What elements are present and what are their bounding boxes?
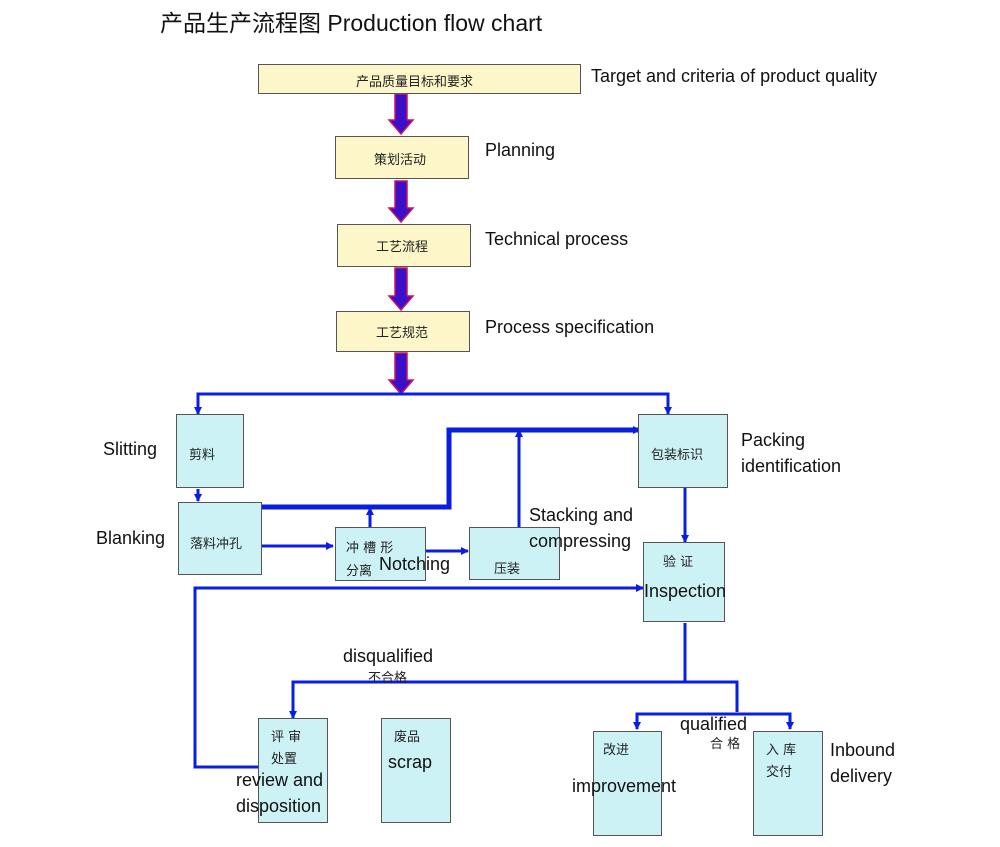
packing-en-1: Packing	[741, 430, 806, 450]
spec-en: Process specification	[485, 317, 655, 337]
blanking-cn: 落料冲孔	[190, 537, 243, 552]
stacking-en-2: compressing	[529, 531, 632, 551]
split-to-slitting	[194, 392, 401, 415]
arrow-spec-to-split	[387, 352, 415, 396]
to-improvement	[633, 712, 737, 730]
box-technical	[337, 224, 471, 267]
arrow-target-to-planning	[387, 93, 415, 136]
box-review	[258, 718, 328, 823]
notching-cn-2: 分离	[346, 564, 373, 579]
box-inspection	[643, 542, 725, 622]
packing-cn: 包装标识	[651, 448, 704, 463]
to-inbound	[737, 712, 794, 730]
inbound-en-1: Inbound	[830, 740, 896, 760]
box-scrap	[381, 718, 451, 823]
stacking-cn: 压装	[494, 562, 521, 577]
review-return	[193, 584, 644, 769]
slitting-en: Slitting	[103, 439, 158, 459]
split-to-packing	[401, 392, 672, 415]
planning-en: Planning	[485, 140, 556, 160]
block-arrows	[387, 93, 415, 396]
improvement-en: improvement	[572, 776, 677, 796]
box-inbound	[753, 731, 823, 836]
box-stacking	[469, 527, 560, 580]
blanking-to-packing-bus	[262, 426, 641, 510]
box-planning	[335, 136, 469, 179]
box-packing	[638, 414, 728, 488]
scrap-en: scrap	[388, 752, 433, 772]
arrow-technical-to-spec	[387, 267, 415, 312]
inspection-cn: 验 证	[663, 555, 694, 570]
qualified-en: qualified	[680, 714, 748, 734]
spec-cn: 工艺规范	[376, 326, 429, 341]
review-en-2: disposition	[236, 796, 322, 816]
disqualified-en: disqualified	[343, 646, 434, 666]
target-en: Target and criteria of product quality	[591, 66, 878, 86]
stacking-en-1: Stacking and	[529, 505, 634, 525]
slitting-cn: 剪料	[189, 448, 216, 463]
inbound-cn-2: 交付	[766, 765, 793, 780]
box-notching	[335, 527, 426, 581]
inbound-cn-1: 入 库	[766, 743, 797, 758]
to-qualified	[685, 680, 739, 712]
page-title: 产品生产流程图 Production flow chart	[160, 10, 543, 36]
review-en-1: review and	[236, 770, 324, 790]
improvement-cn: 改进	[603, 743, 630, 758]
box-blanking	[178, 502, 262, 575]
planning-cn: 策划活动	[374, 153, 427, 168]
disqualified-cn: 不合格	[368, 671, 408, 686]
technical-en: Technical process	[485, 229, 629, 249]
inspection-en: Inspection	[644, 581, 727, 601]
review-cn-2: 处置	[271, 752, 298, 767]
box-slitting	[176, 414, 244, 488]
review-cn-1: 评 审	[271, 730, 302, 745]
box-target	[258, 64, 581, 94]
technical-cn: 工艺流程	[376, 240, 429, 255]
inbound-en-2: delivery	[830, 766, 893, 786]
target-cn: 产品质量目标和要求	[356, 75, 474, 90]
box-improvement	[593, 731, 662, 836]
notching-en: Notching	[379, 554, 451, 574]
notching-cn-1: 冲 槽 形	[346, 541, 394, 556]
to-review	[289, 680, 737, 719]
packing-en-2: identification	[741, 456, 842, 476]
qualified-cn: 合 格	[710, 737, 741, 752]
blanking-en: Blanking	[96, 528, 166, 548]
scrap-cn: 废品	[394, 730, 421, 745]
box-spec	[336, 311, 470, 352]
arrow-planning-to-technical	[387, 180, 415, 224]
